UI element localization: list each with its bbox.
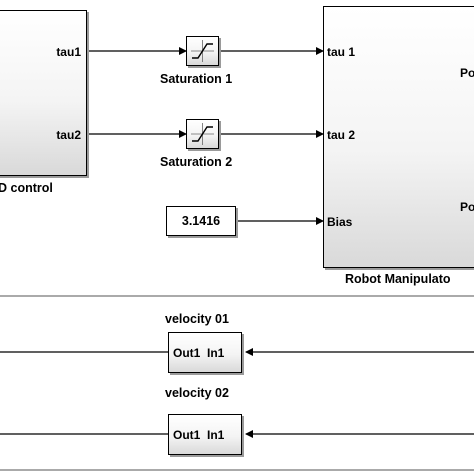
velocity-2-label: velocity 02 (165, 386, 229, 400)
saturation-2-label: Saturation 2 (160, 155, 233, 169)
saturation-icon (191, 123, 214, 145)
saturation-2-block[interactable] (186, 119, 219, 149)
pd-control-block[interactable]: tau1 tau2 (0, 10, 87, 176)
velocity-1-ports: Out1 In1 (173, 346, 225, 360)
constant-block[interactable]: 3.1416 (166, 206, 236, 236)
robot-in-port-tau2: tau 2 (327, 128, 356, 142)
saturation-1-block[interactable] (186, 36, 219, 66)
pd-control-label: D control (0, 181, 53, 195)
robot-out-port-1: Po (460, 66, 474, 80)
velocity-2-block[interactable]: Out1 In1 (168, 414, 242, 455)
robot-in-port-tau1: tau 1 (327, 45, 356, 59)
pd-out-port-tau1: tau1 (56, 45, 81, 59)
velocity-1-label: velocity 01 (165, 312, 229, 326)
robot-manipulator-label: Robot Manipulato (345, 272, 451, 286)
saturation-icon (191, 40, 214, 62)
robot-in-port-bias: Bias (327, 215, 353, 229)
pd-out-port-tau2: tau2 (56, 128, 81, 142)
robot-manipulator-block[interactable]: tau 1 tau 2 Bias Po Po (323, 6, 474, 268)
constant-value: 3.1416 (181, 214, 221, 228)
velocity-1-block[interactable]: Out1 In1 (168, 332, 242, 373)
velocity-2-ports: Out1 In1 (173, 428, 225, 442)
robot-out-port-2: Po (460, 200, 474, 214)
saturation-1-label: Saturation 1 (160, 72, 233, 86)
